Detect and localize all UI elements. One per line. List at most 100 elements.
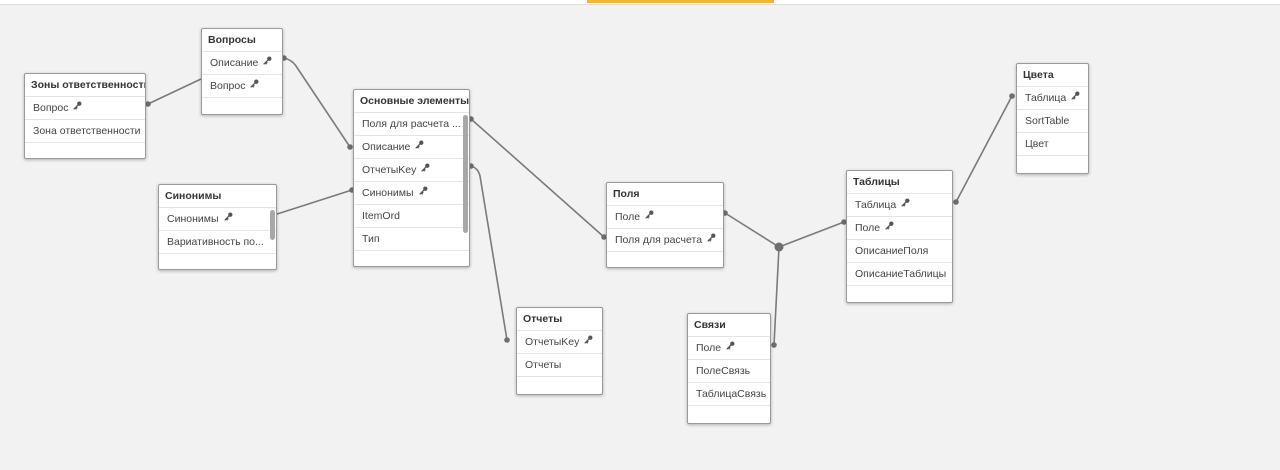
field-label: Таблица [1025,92,1067,104]
field-label: Таблица [855,199,897,211]
link-endpoint [841,219,847,225]
table-title: Основные элементы [360,95,469,107]
field-row[interactable]: ОтчетыKey [517,330,602,353]
field-row[interactable]: Тип [354,227,469,250]
field-label: Описание [362,141,411,153]
table-card-synonyms[interactable]: Синонимы Синонимы Вариативность по... [158,184,277,270]
link-endpoint [1009,93,1015,99]
table-card-tables[interactable]: Таблицы Таблица Поле ОписаниеПоля Описан… [846,170,953,303]
field-label: ОписаниеТаблицы [855,268,947,280]
field-row[interactable]: Синонимы [354,181,469,204]
table-card-questions[interactable]: Вопросы Описание Вопрос [201,28,283,115]
table-footer [159,253,276,268]
table-footer [354,250,469,265]
key-icon [250,75,259,97]
table-card-main-elements[interactable]: Основные элементы Поля для расчета ... О… [353,89,470,267]
field-row[interactable]: ОписаниеТаблицы [847,262,952,285]
key-icon [885,217,894,239]
link-endpoint [145,101,151,107]
link-endpoint [347,144,353,150]
field-label: Поле [615,211,641,223]
field-row[interactable]: Таблица [1017,86,1088,109]
field-row[interactable]: ItemOrd [354,204,469,227]
link-main-reports [470,165,508,341]
field-row[interactable]: Вопрос [25,96,145,119]
key-icon [73,97,82,119]
table-title: Вопросы [208,34,256,46]
link-hub-links [773,246,780,346]
field-row[interactable]: Поле [688,336,770,359]
field-label: Описание [210,57,259,69]
table-footer [25,142,145,157]
field-row[interactable]: Таблица [847,193,952,216]
key-icon [223,208,233,230]
link-endpoint [953,199,959,205]
field-row[interactable]: Поле [847,216,952,239]
field-label: Зона ответственности [33,125,141,137]
field-row[interactable]: Цвет [1017,132,1088,155]
link-fields-hub [724,212,780,248]
field-label: Поле [855,222,881,234]
synthetic-key-hub [774,242,784,252]
field-label: Поля для расчета ... [362,118,461,130]
field-row[interactable]: Отчеты [517,353,602,376]
field-row[interactable]: Поля для расчета ... [354,112,469,135]
field-row[interactable]: SortTable [1017,109,1088,132]
field-row[interactable]: Описание [202,51,282,74]
table-title: Таблицы [853,176,900,188]
active-tab-indicator [587,0,774,3]
field-label: Отчеты [525,359,562,371]
key-icon [901,194,910,216]
table-card-colors[interactable]: Цвета Таблица SortTable Цвет [1016,63,1089,174]
key-icon [1071,87,1080,109]
field-label: Синонимы [362,187,414,199]
field-label: Цвет [1025,138,1049,150]
key-icon [418,182,428,204]
key-icon [421,159,430,181]
table-footer [517,376,602,391]
field-label: ОтчетыKey [525,336,580,348]
field-row[interactable]: Вопрос [202,74,282,97]
key-icon [707,229,716,251]
field-row[interactable]: Вариативность по... [159,230,276,253]
field-label: ItemOrd [362,210,400,222]
field-row[interactable]: Синонимы [159,207,276,230]
field-row[interactable]: Поле [607,205,723,228]
table-scrollbar[interactable] [270,210,275,240]
table-footer [607,251,723,266]
table-card-reports[interactable]: Отчеты ОтчетыKey Отчеты [516,307,603,395]
field-row[interactable]: ОписаниеПоля [847,239,952,262]
table-footer [688,405,770,420]
field-row[interactable]: ТаблицаСвязь [688,382,770,405]
field-row[interactable]: ПолеСвязь [688,359,770,382]
field-label: ПолеСвязь [696,365,751,377]
table-card-zones[interactable]: Зоны ответственности Вопрос Зона ответст… [24,73,146,159]
link-questions-main [283,57,351,148]
table-scrollbar[interactable] [463,115,468,233]
field-label: Тип [362,233,380,245]
field-row[interactable]: Описание [354,135,469,158]
table-title: Цвета [1023,69,1054,81]
key-icon [645,206,654,228]
table-card-fields[interactable]: Поля Поле Поля для расчета [606,182,724,268]
field-label: ОписаниеПоля [855,245,929,257]
field-row[interactable]: Поля для расчета [607,228,723,251]
field-label: Поля для расчета [615,234,703,246]
field-row[interactable]: ОтчетыKey [354,158,469,181]
table-footer [1017,155,1088,170]
table-title: Поля [613,188,640,200]
link-synonyms-main [273,189,353,216]
key-icon [584,331,593,353]
field-label: ОтчетыKey [362,164,417,176]
key-icon [415,136,424,158]
link-endpoint [504,337,510,343]
link-hub-tables [778,221,845,248]
field-label: ТаблицаСвязь [696,388,767,400]
field-row[interactable]: Зона ответственности [25,119,145,142]
table-card-links[interactable]: Связи Поле ПолеСвязь ТаблицаСвязь [687,313,771,424]
field-label: Вариативность по... [167,236,264,248]
table-title: Отчеты [523,313,563,325]
table-title: Синонимы [165,190,222,202]
link-endpoint [771,342,777,348]
